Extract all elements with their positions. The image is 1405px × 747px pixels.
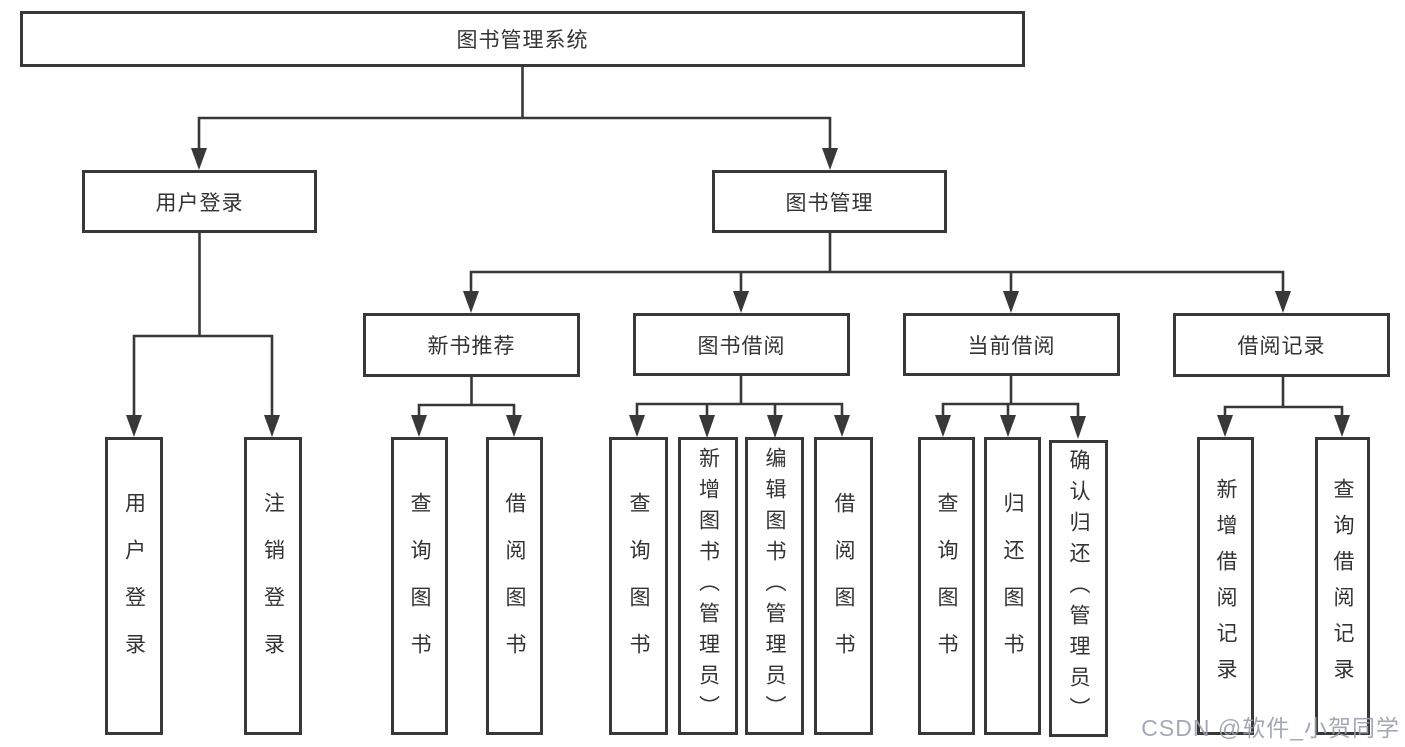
node-root-system: 图书管理系统	[20, 11, 1025, 67]
leaf-logout: 注销登录	[244, 437, 302, 735]
leaf-query-books-recommend: 查询图书	[391, 437, 448, 735]
node-book-borrow: 图书借阅	[633, 313, 850, 376]
leaf-confirm-return-admin: 确认归还（管理员）	[1049, 440, 1108, 737]
node-book-management: 图书管理	[712, 170, 947, 233]
leaf-query-books-current: 查询图书	[918, 437, 975, 735]
leaf-borrow-books: 借阅图书	[814, 437, 873, 735]
node-user-login: 用户登录	[82, 170, 317, 233]
leaf-user-login: 用户登录	[105, 437, 163, 735]
leaf-query-books-borrow: 查询图书	[609, 437, 668, 735]
leaf-borrow-books-recommend: 借阅图书	[486, 437, 543, 735]
leaf-add-books-admin: 新增图书（管理员）	[678, 437, 738, 735]
leaf-return-books: 归还图书	[984, 437, 1041, 735]
leaf-add-borrow-record: 新增借阅记录	[1197, 437, 1254, 735]
leaf-query-borrow-record: 查询借阅记录	[1315, 437, 1370, 735]
leaf-edit-books-admin: 编辑图书（管理员）	[745, 437, 804, 735]
node-borrow-records: 借阅记录	[1173, 313, 1390, 377]
node-new-book-recommend: 新书推荐	[363, 313, 580, 377]
node-current-borrow: 当前借阅	[903, 313, 1120, 376]
